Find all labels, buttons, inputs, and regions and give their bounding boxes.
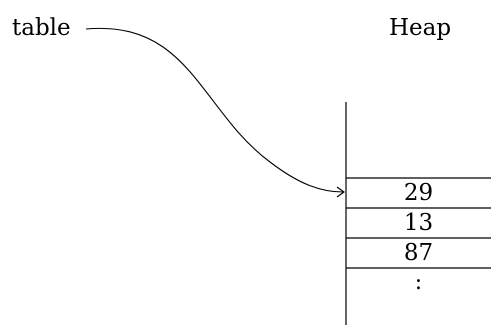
heap-cell: 29 [403,180,434,206]
heap-cell: 87 [403,240,434,266]
heap-cell: 13 [403,210,434,236]
heap-continuation: : [414,270,423,295]
pointer-arrow [85,27,344,193]
arrowhead-icon [336,186,345,198]
variable-label: table [12,15,71,41]
heap-title: Heap [389,15,452,41]
